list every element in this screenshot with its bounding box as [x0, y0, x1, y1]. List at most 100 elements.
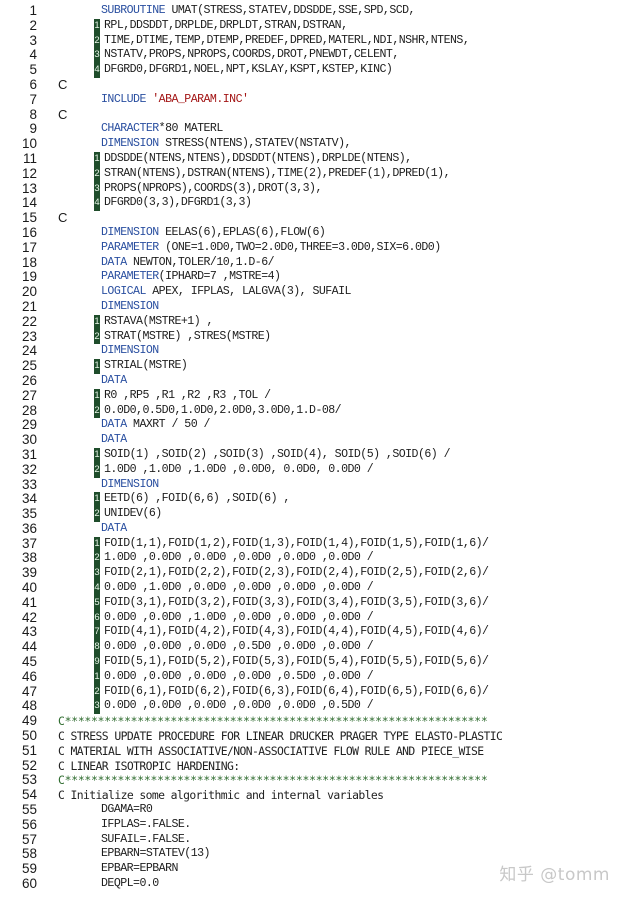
line-number: 45	[21, 654, 37, 670]
continuation-marker: 1	[94, 492, 100, 508]
line-number: 31	[21, 446, 37, 462]
code-listing: 1 SUBROUTINE UMAT(STRESS,STATEV,DDSDDE,SS…	[0, 3, 628, 892]
continuation-marker: 2	[94, 329, 100, 345]
continuation-text: DDSDDE(NTENS,NTENS),DDSDDT(NTENS),DRPLDE…	[104, 151, 412, 165]
statement-text: EELAS(6),EPLAS(6),FLOW(6)	[158, 225, 326, 239]
statement-text: EPBARN=STATEV(13)	[101, 847, 210, 861]
statement-text: EPBAR=EPBARN	[101, 862, 178, 876]
line-number: 39	[21, 565, 37, 581]
continuation-marker: 8	[94, 640, 100, 656]
continuation-marker: 3	[94, 566, 100, 582]
line-number: 52	[21, 757, 37, 773]
continuation-marker: 1	[94, 359, 100, 374]
line-number: 37	[21, 535, 37, 551]
statement: IFPLAS=.FALSE.	[101, 818, 191, 833]
line-number: 18	[21, 254, 37, 270]
statement: CHARACTER*80 MATERL	[101, 122, 223, 137]
comment-text: C LINEAR ISOTROPIC HARDENING:	[58, 758, 240, 773]
statement: DATA MAXRT / 50 /	[101, 418, 210, 433]
line-number: 40	[21, 580, 37, 596]
keyword: SUBROUTINE	[101, 4, 166, 17]
line-number: 27	[21, 387, 37, 403]
statement-text: SUFAIL=.FALSE.	[101, 832, 191, 846]
keyword: DATA	[101, 255, 127, 269]
statement: DIMENSION	[101, 478, 159, 493]
watermark: 知乎 @tomm	[499, 865, 610, 885]
line-number: 58	[21, 846, 37, 862]
continuation-text: DFGRD0(3,3),DFGRD1(3,3)	[104, 196, 252, 210]
line-number: 49	[21, 713, 37, 729]
line-number: 12	[21, 165, 37, 181]
continuation-marker: 2	[94, 462, 100, 478]
comment-text: C STRESS UPDATE PROCEDURE FOR LINEAR DRU…	[58, 729, 503, 744]
statement: LOGICAL APEX, IFPLAS, LALGVA(3), SUFAIL	[101, 285, 351, 300]
continuation-marker: 1	[94, 314, 100, 330]
comment-text: C Initialize some algorithmic and intern…	[58, 788, 384, 803]
line-number: 35	[21, 506, 37, 522]
continuation-text: 0.0D0 ,0.0D0 ,0.0D0 ,0.5D0 ,0.0D0 ,0.0D0…	[104, 640, 374, 654]
line-number: 51	[21, 742, 37, 758]
continuation-text: FOID(6,1),FOID(6,2),FOID(6,3),FOID(6,4),…	[104, 684, 489, 698]
keyword: LOGICAL	[101, 285, 146, 299]
continuation-text: FOID(4,1),FOID(4,2),FOID(4,3),FOID(4,4),…	[104, 625, 489, 639]
line-number: 25	[21, 358, 37, 374]
statement: SUFAIL=.FALSE.	[101, 833, 191, 848]
continuation-text: R0 ,RP5 ,R1 ,R2 ,R3 ,TOL /	[104, 388, 271, 402]
line-number: 21	[21, 298, 37, 314]
statement-text: UMAT(STRESS,STATEV,DDSDDE,SSE,SPD,SCD,	[165, 4, 415, 17]
keyword: DIMENSION	[101, 225, 159, 239]
continuation-marker: 4	[94, 196, 100, 212]
statement-text: (IPHARD=7 ,MSTRE=4)	[158, 270, 281, 284]
line-number: 46	[21, 668, 37, 684]
continuation-text: RSTAVA(MSTRE+1) ,	[104, 314, 213, 328]
code-line: 58 EPBARN=STATEV(13)	[0, 847, 628, 862]
statement: PARAMETER(IPHARD=7 ,MSTRE=4)	[101, 270, 281, 285]
continuation-marker: 1	[94, 536, 100, 552]
comment-text: C MATERIAL WITH ASSOCIATIVE/NON-ASSOCIAT…	[58, 743, 484, 758]
comment-marker: C	[58, 76, 68, 92]
continuation-text: NSTATV,PROPS,NPROPS,COORDS,DROT,PNEWDT,C…	[104, 48, 399, 62]
statement-text: IFPLAS=.FALSE.	[101, 817, 191, 831]
line-number: 41	[21, 594, 37, 610]
keyword: DATA	[101, 521, 127, 535]
keyword: DATA	[101, 373, 127, 387]
comment-marker: C	[58, 106, 68, 122]
string-literal: 'ABA_PARAM.INC'	[145, 92, 249, 106]
line-number: 43	[21, 624, 37, 640]
keyword: DIMENSION	[101, 344, 159, 358]
code-line: 52 C LINEAR ISOTROPIC HARDENING:	[0, 757, 628, 774]
continuation-text: UNIDEV(6)	[104, 507, 162, 521]
keyword: DIMENSION	[101, 477, 159, 491]
continuation-text: RPL,DDSDDT,DRPLDE,DRPLDT,STRAN,DSTRAN,	[104, 18, 348, 32]
line-number: 11	[22, 150, 37, 166]
statement-text: *80 MATERL	[158, 122, 224, 136]
keyword: DIMENSION	[101, 299, 159, 313]
continuation-marker: 2	[94, 507, 100, 522]
statement: INCLUDE 'ABA_PARAM.INC'	[101, 92, 249, 108]
statement: DIMENSION EELAS(6),EPLAS(6),FLOW(6)	[101, 225, 326, 241]
line-number: 10	[21, 136, 37, 152]
statement: EPBAR=EPBARN	[101, 862, 178, 877]
continuation-marker: 3	[94, 699, 100, 715]
comment-divider: C***************************************…	[58, 773, 488, 788]
line-number: 14	[21, 195, 37, 211]
line-number: 34	[21, 491, 37, 507]
keyword: DIMENSION	[101, 137, 159, 151]
